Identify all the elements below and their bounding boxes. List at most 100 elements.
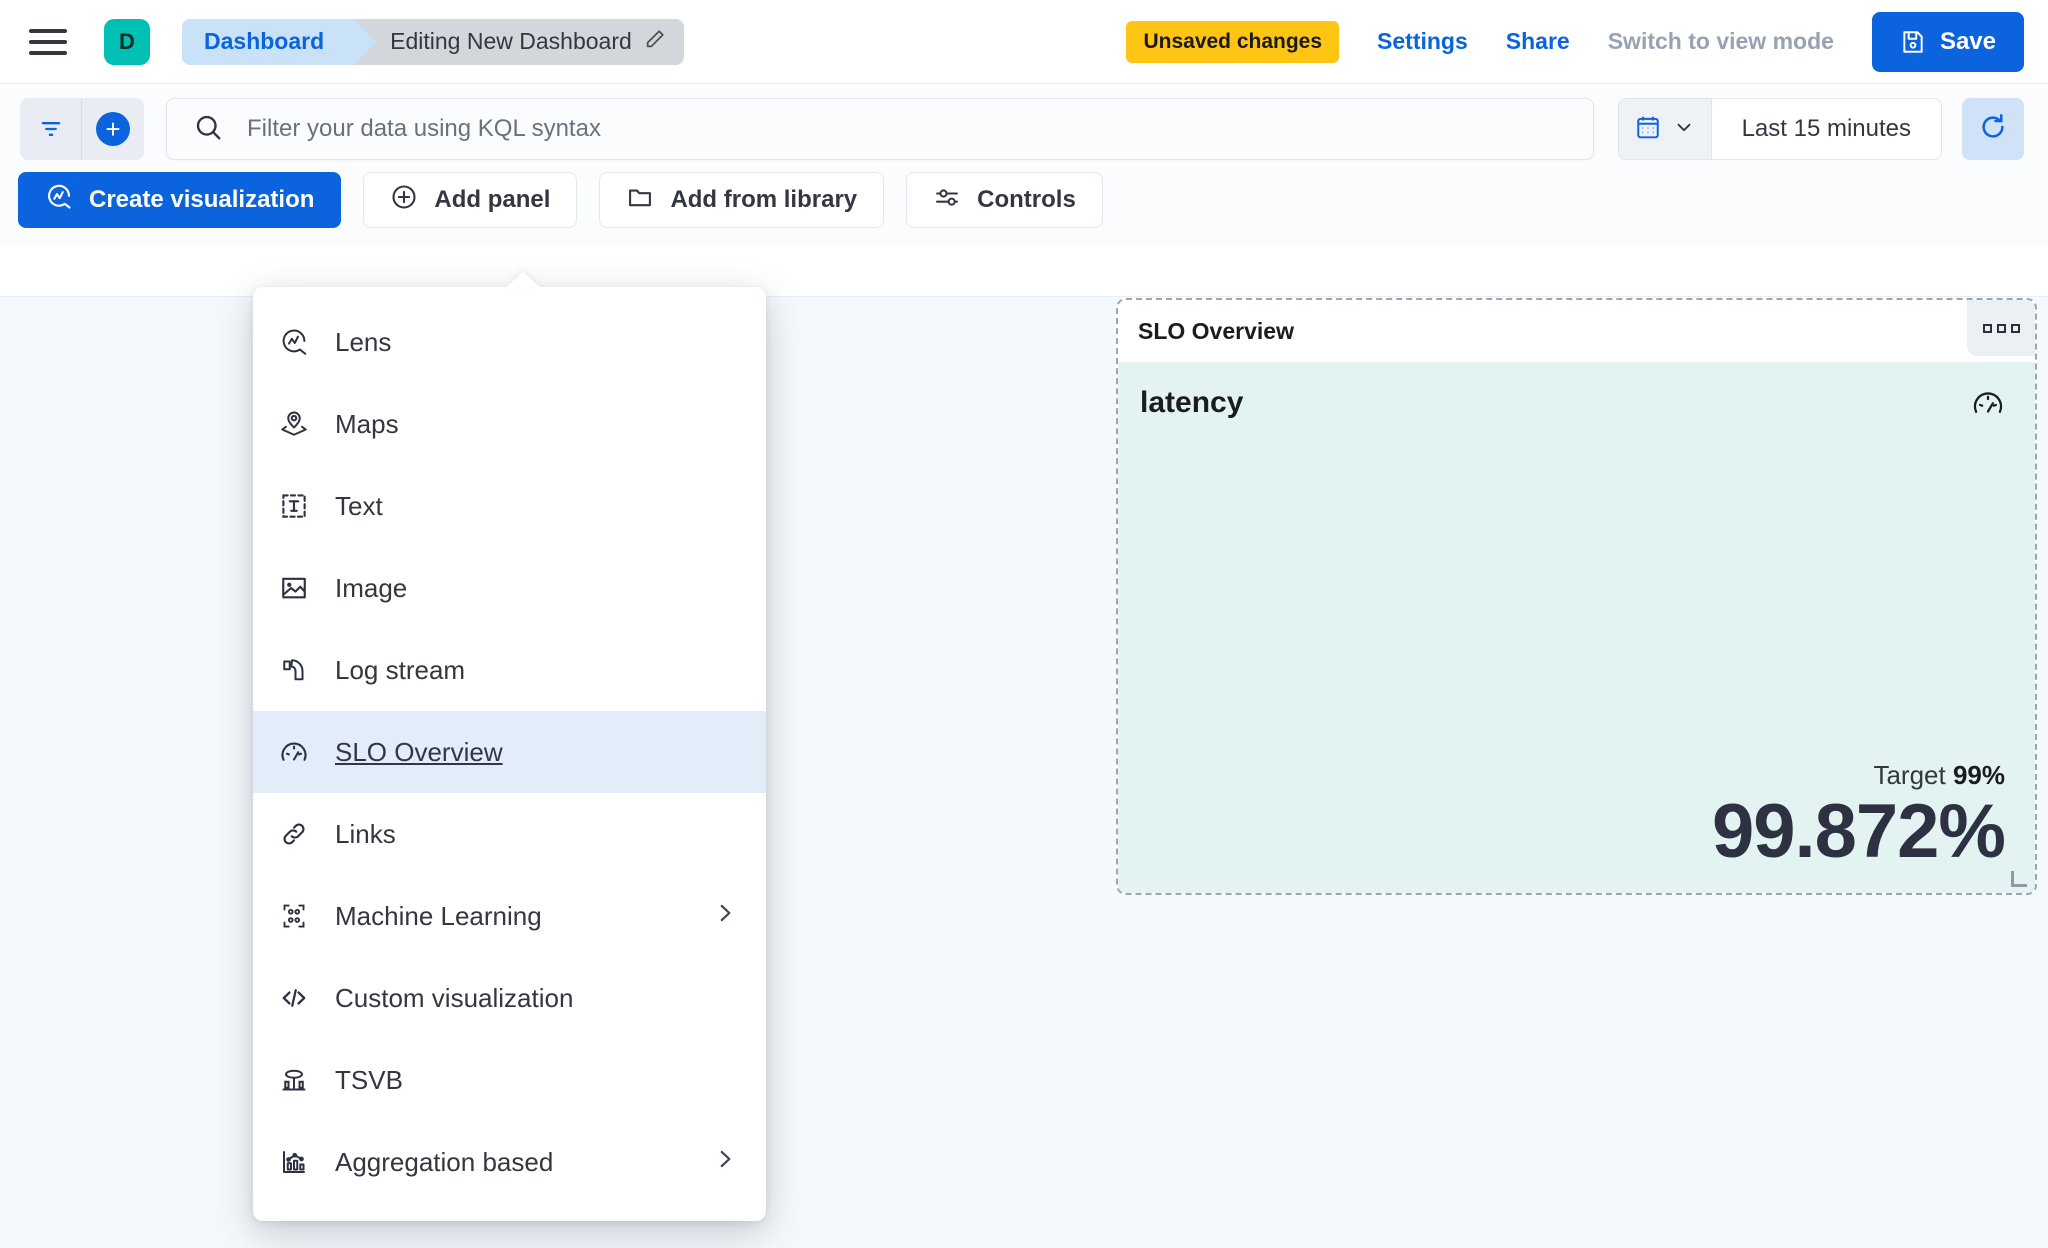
hamburger-menu-icon[interactable] [26,20,70,64]
menu-item-label: Log stream [335,654,466,685]
panel-resize-handle[interactable] [2011,871,2027,887]
controls-icon [933,183,961,218]
slo-metrics: Target 99% 99.872% [1140,760,2006,875]
panel-title: SLO Overview [1138,317,1294,344]
ellipsis-icon [2010,323,2020,333]
refresh-icon [1978,112,2008,147]
add-from-library-button[interactable]: Add from library [599,172,885,228]
query-bar: + Filter your data using KQL syntax Last… [0,84,2048,172]
add-panel-menu: Lens Maps Text Image Log stream SLO Over… [253,287,766,1221]
share-link[interactable]: Share [1505,28,1570,54]
dashboard-toolbar: Create visualization Add panel Add from … [0,172,2048,246]
calendar-icon [1635,113,1661,146]
save-disk-icon [1900,29,1926,55]
save-button-label: Save [1939,27,1996,55]
slo-sli-value: 99.872% [1711,789,2006,875]
slo-header-row: latency [1140,386,2005,425]
add-filter-button[interactable]: + [82,98,144,160]
breadcrumb: Dashboard Editing New Dashboard [182,18,684,65]
menu-item-label: SLO Overview [335,736,503,767]
text-box-icon [279,489,321,523]
code-icon [279,981,321,1015]
tsvb-icon [279,1063,321,1097]
create-visualization-label: Create visualization [89,186,315,213]
ellipsis-icon [1982,323,1992,333]
menu-item-label: Custom visualization [335,982,574,1013]
hamburger-bar [29,50,67,55]
create-visualization-button[interactable]: Create visualization [18,172,342,228]
breadcrumb-label: Editing New Dashboard [390,28,632,54]
space-avatar[interactable]: D [104,18,150,65]
menu-item-tsvb[interactable]: TSVB [253,1039,766,1121]
menu-item-label: Machine Learning [335,900,542,931]
search-icon [193,112,223,147]
menu-item-machine-learning[interactable]: Machine Learning [253,875,766,957]
slo-name: latency [1140,386,1244,419]
save-button[interactable]: Save [1871,11,2024,72]
settings-link[interactable]: Settings [1377,28,1468,54]
filter-icon[interactable] [20,98,82,160]
pencil-icon[interactable] [644,28,666,56]
controls-button[interactable]: Controls [906,172,1103,228]
menu-item-label: Lens [335,326,392,357]
breadcrumb-label: Dashboard [204,28,325,54]
slo-panel-body: latency Target 99% 99.872% [1118,362,2035,893]
top-header: D Dashboard Editing New Dashboard Unsave… [0,0,2048,84]
link-icon [279,817,321,851]
chevron-right-icon [712,900,738,932]
filter-button-group: + [20,98,144,160]
breadcrumb-item-dashboard[interactable]: Dashboard [182,18,377,65]
panel-header: SLO Overview [1118,300,2035,362]
image-icon [279,571,321,605]
refresh-button[interactable] [1962,98,2024,160]
header-actions: Unsaved changes Settings Share Switch to… [1126,11,2024,72]
menu-item-label: Maps [335,408,399,439]
hamburger-bar [29,39,67,44]
plus-circle-icon [390,183,418,218]
menu-item-label: Aggregation based [335,1146,554,1177]
log-stream-icon [279,653,321,687]
menu-item-maps[interactable]: Maps [253,383,766,465]
menu-item-aggregation-based[interactable]: Aggregation based [253,1121,766,1203]
ellipsis-icon [1996,323,2006,333]
add-panel-label: Add panel [434,186,551,213]
breadcrumb-item-editing[interactable]: Editing New Dashboard [354,18,684,65]
chevron-right-icon [712,1146,738,1178]
menu-item-label: Text [335,490,383,521]
lens-icon [279,325,321,359]
controls-label: Controls [977,186,1076,213]
switch-to-view-mode-link[interactable]: Switch to view mode [1607,28,1834,54]
hamburger-bar [29,28,67,33]
menu-item-lens[interactable]: Lens [253,301,766,383]
calendar-quick-select-button[interactable] [1618,99,1712,159]
maps-pin-icon [279,407,321,441]
menu-item-image[interactable]: Image [253,547,766,629]
date-picker: Last 15 minutes [1617,98,1942,160]
folder-icon [626,183,654,218]
menu-item-custom-visualization[interactable]: Custom visualization [253,957,766,1039]
machine-learning-icon [279,899,321,933]
aggregation-icon [279,1145,321,1179]
menu-item-label: Image [335,572,408,603]
menu-item-text[interactable]: Text [253,465,766,547]
gauge-icon [1971,386,2005,425]
add-from-library-label: Add from library [670,186,858,213]
menu-item-links[interactable]: Links [253,793,766,875]
slo-overview-panel[interactable]: SLO Overview latency Target 99% 99.872% [1116,298,2037,895]
add-panel-button[interactable]: Add panel [363,172,578,228]
menu-item-slo-overview[interactable]: SLO Overview [253,711,766,793]
unsaved-changes-badge[interactable]: Unsaved changes [1126,20,1340,63]
panel-context-menu-button[interactable] [1967,300,2035,356]
time-range-value[interactable]: Last 15 minutes [1741,115,1911,142]
search-placeholder: Filter your data using KQL syntax [247,115,601,142]
menu-item-label: Links [335,818,396,849]
menu-item-label: TSVB [335,1064,403,1095]
menu-item-log-stream[interactable]: Log stream [253,629,766,711]
slo-target-label: Target [1873,760,1946,791]
search-input[interactable]: Filter your data using KQL syntax [166,98,1594,160]
plus-circle-icon: + [96,112,130,146]
slo-target: Target 99% [1140,760,2005,791]
lens-icon [45,183,73,218]
slo-target-value: 99% [1952,760,2005,791]
chevron-down-icon [1673,116,1695,143]
